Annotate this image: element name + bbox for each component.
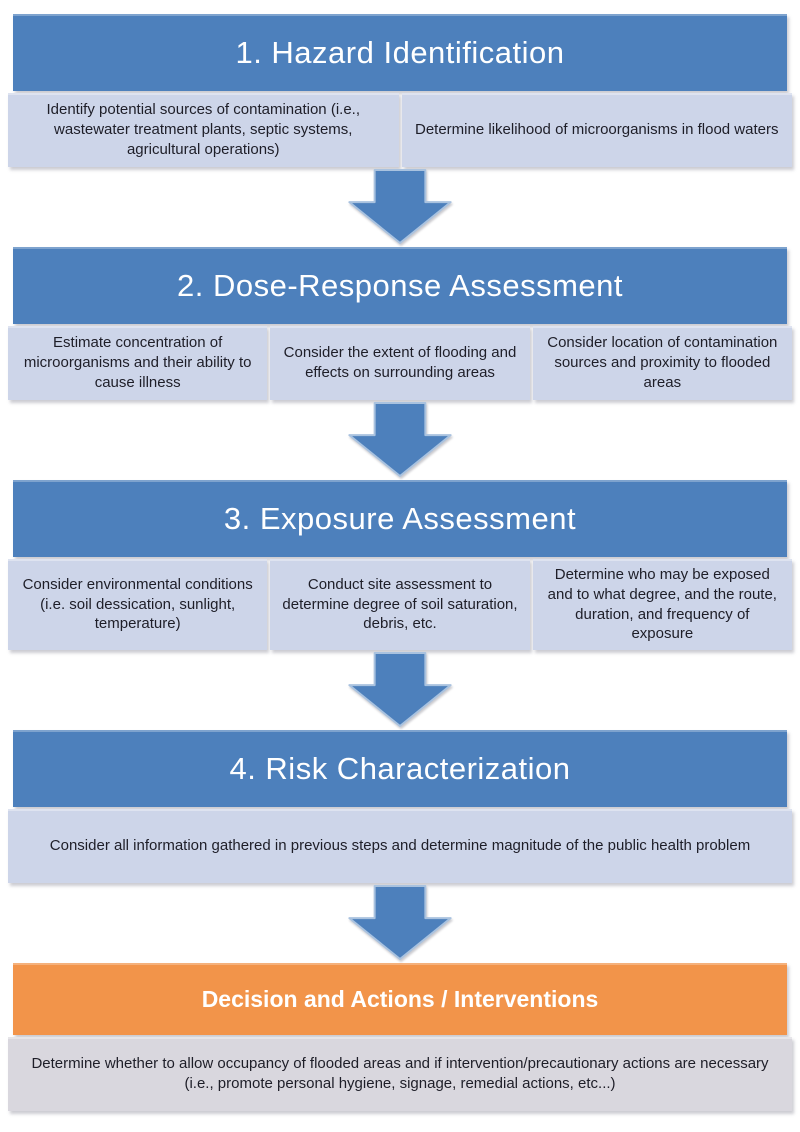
step-2-detail-cell: Consider location of contamination sourc… bbox=[532, 326, 792, 400]
step-2-detail-cell: Consider the extent of flooding and effe… bbox=[270, 326, 530, 400]
step-4-detail-cell: Consider all information gathered in pre… bbox=[8, 809, 792, 884]
decision-detail-cell: Determine whether to allow occupancy of … bbox=[8, 1037, 792, 1112]
down-arrow-icon bbox=[348, 402, 452, 478]
decision-header: Decision and Actions / Interventions bbox=[13, 963, 787, 1036]
step-2-detail-cell: Estimate concentration of microorganisms… bbox=[8, 326, 268, 400]
step-4-header: 4. Risk Characterization bbox=[13, 730, 787, 808]
step-2-header: 2. Dose-Response Assessment bbox=[13, 247, 787, 324]
step-3-detail-cell: Conduct site assessment to determine deg… bbox=[270, 559, 530, 651]
step-1-detail-cell: Identify potential sources of contaminat… bbox=[8, 93, 399, 167]
step-2-details-row: Estimate concentration of microorganisms… bbox=[8, 326, 792, 400]
step-1-detail-cell: Determine likelihood of microorganisms i… bbox=[401, 93, 792, 167]
flow-connector bbox=[8, 167, 792, 247]
step-1-details-row: Identify potential sources of contaminat… bbox=[8, 93, 792, 167]
step-hazard-identification: 1. Hazard Identification Identify potent… bbox=[8, 14, 792, 167]
step-1-header: 1. Hazard Identification bbox=[13, 14, 787, 91]
down-arrow-icon bbox=[348, 169, 452, 245]
flow-connector bbox=[8, 400, 792, 480]
down-arrow-icon bbox=[348, 652, 452, 728]
step-3-header: 3. Exposure Assessment bbox=[13, 480, 787, 557]
decision-details-row: Determine whether to allow occupancy of … bbox=[8, 1037, 792, 1112]
step-3-details-row: Consider environmental conditions (i.e. … bbox=[8, 559, 792, 651]
flow-connector bbox=[8, 650, 792, 730]
step-4-details-row: Consider all information gathered in pre… bbox=[8, 809, 792, 884]
step-risk-characterization: 4. Risk Characterization Consider all in… bbox=[8, 730, 792, 884]
step-3-detail-cell: Determine who may be exposed and to what… bbox=[532, 559, 792, 651]
step-exposure-assessment: 3. Exposure Assessment Consider environm… bbox=[8, 480, 792, 651]
down-arrow-icon bbox=[348, 885, 452, 961]
step-3-detail-cell: Consider environmental conditions (i.e. … bbox=[8, 559, 268, 651]
step-decision-actions-interventions: Decision and Actions / Interventions Det… bbox=[8, 963, 792, 1112]
flow-connector bbox=[8, 883, 792, 963]
step-dose-response-assessment: 2. Dose-Response Assessment Estimate con… bbox=[8, 247, 792, 400]
